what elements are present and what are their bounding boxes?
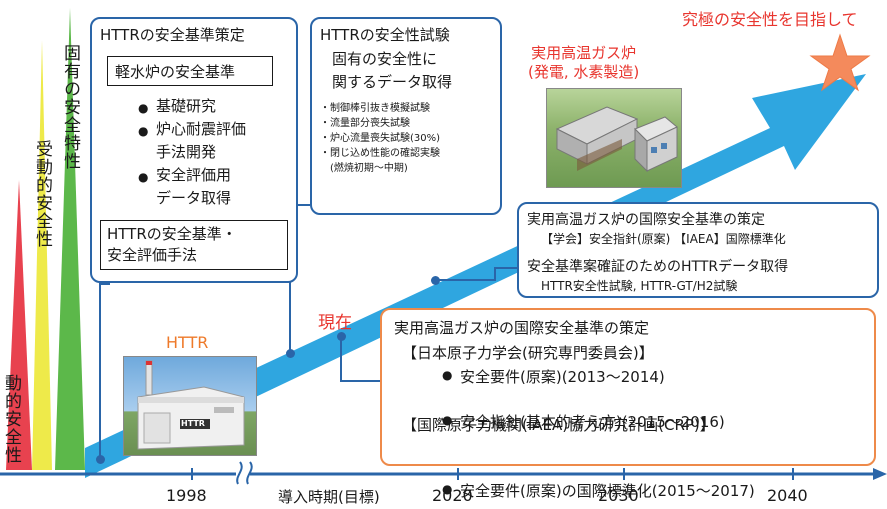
active-safety-bar (6, 180, 32, 470)
tests-item: ・制御棒引抜き模擬試験 (320, 103, 430, 114)
tests-sub-line1: 固有の安全性に (332, 50, 438, 68)
tests-item: ・流量部分喪失試験 (320, 118, 410, 129)
iaea-item: 安全要件(原案)の国際標準化(2015～2017) (442, 480, 887, 501)
aesj-item: 安全要件(原案)(2013～2014) (442, 366, 887, 387)
tests-item: ・閉じ込め性能の確認実験 (320, 148, 440, 159)
httr-sign: HTTR (181, 419, 205, 428)
passive-safety-bar (32, 40, 52, 470)
aesj-item: 安全指針(基本的考え方)(2015～2016) (442, 411, 887, 432)
aesj-label: 【日本原子力学会(研究専門委員会)】 (402, 344, 654, 362)
httr-label: HTTR (166, 333, 209, 352)
criteria-item: 安全評価用 (138, 164, 246, 189)
intl-title: 実用高温ガス炉の国際安全基準の策定 (527, 212, 765, 228)
criteria-result-line2: 安全評価手法 (107, 246, 198, 264)
current-criteria-box: 実用高温ガス炉の国際安全基準の策定 【日本原子力学会(研究専門委員会)】 安全要… (380, 308, 876, 500)
lwr-criteria-box: 軽水炉の安全基準 (107, 56, 273, 86)
dot-tests (286, 349, 295, 358)
passive-safety-label: 受動的安全性 (32, 140, 52, 248)
inherent-safety-bar (55, 8, 85, 470)
criteria-item: 基礎研究 (138, 95, 246, 120)
dot-current (337, 332, 346, 341)
connector-current (340, 336, 380, 382)
axis-break-icon (236, 461, 253, 485)
dot-criteria (96, 455, 105, 464)
tick-label-2020: 2020 (432, 486, 473, 505)
tests-item-cont: (燃焼初期～中期) (330, 163, 408, 174)
lwr-criteria-label: 軽水炉の安全基準 (115, 63, 236, 81)
tests-sub: 固有の安全性に 関するデータ取得 (332, 48, 452, 94)
connector-criteria (99, 283, 110, 460)
inherent-safety-label: 固有の安全特性 (60, 44, 80, 170)
tick-label-2030: 2030 (598, 486, 639, 505)
practical-htgr-image (546, 88, 682, 188)
criteria-box: HTTRの安全基準策定 軽水炉の安全基準 基礎研究 炉心耐震評価 手法開発 安全… (90, 17, 298, 283)
intl-sub: 【学会】安全指針(原案) 【IAEA】国際標準化 (541, 232, 786, 246)
tests-sub-line2: 関するデータ取得 (332, 73, 453, 91)
plant-render-icon (555, 106, 678, 173)
intl-data-title: 安全基準案確証のためのHTTRデータ取得 (527, 259, 789, 275)
criteria-items: 基礎研究 炉心耐震評価 手法開発 安全評価用 データ取得 (138, 95, 246, 210)
tests-title: HTTRの安全性試験 (320, 26, 450, 44)
timeline-arrowhead-icon (873, 468, 887, 480)
axis-title: 導入時期(目標) (278, 488, 380, 506)
current-title: 実用高温ガス炉の国際安全基準の策定 (394, 319, 650, 337)
criteria-title: HTTRの安全基準策定 (100, 26, 245, 44)
httr-photo: HTTR (123, 356, 257, 456)
tests-item: ・炉心流量喪失試験(30%) (320, 133, 441, 144)
criteria-item: 炉心耐震評価 (138, 118, 246, 143)
current-label: 現在 (318, 313, 352, 333)
criteria-item-cont: 手法開発 (156, 143, 217, 161)
goal-star-icon (809, 33, 871, 92)
active-safety-label: 動的安全性 (1, 374, 21, 464)
httr-building-icon (137, 360, 245, 450)
tests-items: ・制御棒引抜き模擬試験 ・流量部分喪失試験 ・炉心流量喪失試験(30%) ・閉じ… (320, 101, 440, 176)
tick-label-1998: 1998 (166, 486, 207, 505)
criteria-item-cont: データ取得 (156, 189, 232, 207)
goal-label: 究極の安全性を目指して (682, 10, 858, 29)
connector-intl (435, 267, 518, 281)
dot-intl (431, 276, 440, 285)
iaea-label: 【国際原子力機関(IAEA)協力研究計画(CRP)】 (402, 416, 715, 434)
intl-data-sub: HTTR安全性試験, HTTR-GT/H2試験 (541, 279, 738, 293)
intl-criteria-box: 実用高温ガス炉の国際安全基準の策定 【学会】安全指針(原案) 【IAEA】国際標… (517, 202, 879, 298)
practical-htgr-line2: (発電, 水素製造) (528, 63, 640, 81)
criteria-result-box: HTTRの安全基準・ 安全評価手法 (100, 220, 288, 270)
practical-htgr-line1: 実用高温ガス炉 (531, 44, 637, 62)
criteria-result-line1: HTTRの安全基準・ (107, 225, 237, 243)
practical-htgr-label: 実用高温ガス炉 (発電, 水素製造) (528, 44, 639, 82)
tests-box: HTTRの安全性試験 固有の安全性に 関するデータ取得 ・制御棒引抜き模擬試験 … (310, 17, 502, 215)
tick-label-2040: 2040 (767, 486, 808, 505)
